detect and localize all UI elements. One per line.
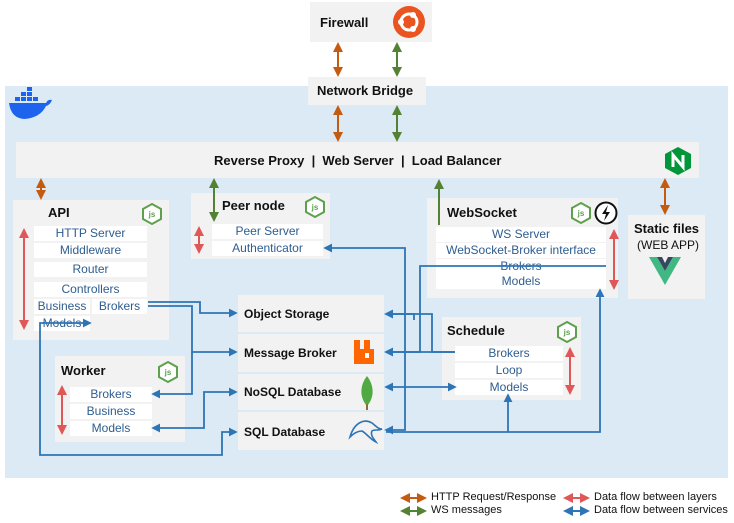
static-files-box [628, 215, 705, 299]
nosql-database-label: NoSQL Database [244, 385, 342, 399]
legend-http-label: HTTP Request/Response [431, 491, 557, 503]
schedule-loop: Loop [455, 363, 563, 378]
network-bridge-box: Network Bridge [308, 77, 426, 105]
peer-server: Peer Server [212, 224, 323, 239]
peer-authenticator: Authenticator [212, 241, 323, 256]
ws-models: Models [436, 274, 606, 289]
nodejs-icon: js [305, 195, 325, 219]
sql-database-label: SQL Database [244, 425, 326, 439]
api-http-server: HTTP Server [34, 226, 147, 241]
reverse-proxy-label: Reverse Proxy | Web Server | Load Balanc… [214, 153, 502, 168]
mongodb-icon [361, 376, 373, 410]
ws-broker-interface: WebSocket-Broker interface [436, 243, 606, 258]
schedule-title: Schedule [447, 323, 505, 338]
ubuntu-icon [393, 6, 425, 38]
svg-text:js: js [563, 328, 571, 337]
api-title: API [48, 205, 70, 220]
object-storage-label: Object Storage [244, 307, 330, 321]
legend-ws-label: WS messages [431, 504, 502, 516]
firewall-box: Firewall [310, 2, 432, 42]
svg-text:js: js [164, 368, 172, 377]
api-controllers: Controllers [34, 282, 147, 297]
schedule-models: Models [455, 380, 563, 395]
static-files-subtitle: (WEB APP) [637, 238, 700, 252]
api-router: Router [34, 262, 147, 277]
legend-services-label: Data flow between services [594, 504, 728, 516]
reverse-proxy-bar: Reverse Proxy | Web Server | Load Balanc… [16, 142, 699, 178]
nodejs-icon: js [571, 201, 591, 225]
ws-brokers: Brokers [436, 259, 606, 274]
api-middleware: Middleware [34, 243, 147, 258]
rabbitmq-icon [354, 340, 374, 364]
nodejs-icon: js [142, 202, 162, 226]
api-brokers: Brokers [92, 299, 147, 314]
static-files-title: Static files [634, 221, 700, 236]
nodejs-icon: js [158, 360, 178, 384]
nginx-icon [665, 147, 691, 175]
firewall-label: Firewall [320, 15, 369, 30]
socketio-icon [594, 201, 618, 225]
worker-brokers: Brokers [70, 387, 152, 402]
ws-server: WS Server [436, 227, 606, 242]
nodejs-icon: js [557, 320, 577, 344]
legend-layers-label: Data flow between layers [594, 491, 717, 503]
websocket-title: WebSocket [447, 205, 517, 220]
worker-business: Business [70, 404, 152, 419]
worker-title: Worker [61, 363, 106, 378]
api-business: Business [34, 299, 90, 314]
api-models: Models [34, 316, 90, 331]
svg-text:js: js [577, 209, 585, 218]
vue-icon [649, 257, 681, 285]
worker-models: Models [70, 421, 152, 436]
schedule-brokers: Brokers [455, 346, 563, 361]
network-bridge-label: Network Bridge [317, 83, 414, 98]
svg-text:js: js [311, 203, 319, 212]
message-broker-label: Message Broker [244, 346, 337, 360]
peer-node-title: Peer node [222, 198, 285, 213]
mysql-icon [348, 420, 383, 445]
svg-text:js: js [148, 210, 156, 219]
